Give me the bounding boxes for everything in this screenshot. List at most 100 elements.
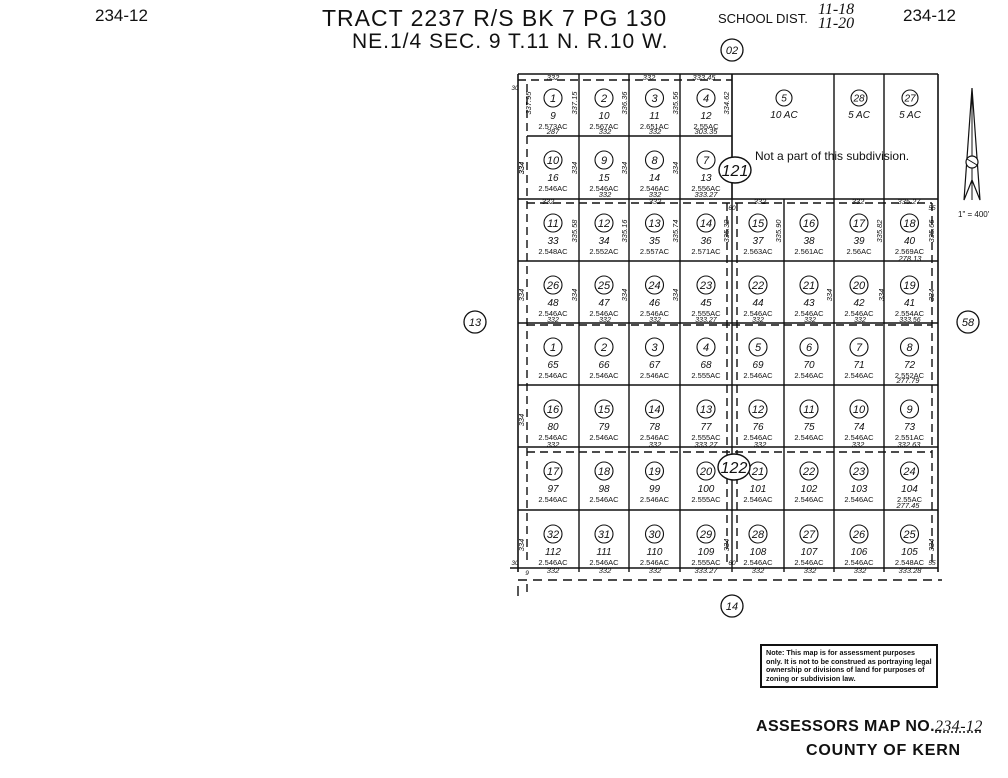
parcel-number-circle — [799, 213, 819, 233]
parcel-acreage: 2.546AC — [538, 184, 568, 193]
lot-number: 78 — [649, 422, 661, 433]
lot-number: 39 — [853, 236, 865, 247]
parcel-number-circle — [543, 337, 563, 357]
section-title: NE.1/4 SEC. 9 T.11 N. R.10 W. — [352, 30, 669, 53]
dimension-label: 332 — [649, 127, 662, 136]
parcel-number-circle — [696, 524, 716, 544]
dimension-label: 335.74 — [671, 220, 680, 243]
parcel-acreage: 2.546AC — [589, 558, 619, 567]
lot-number: 16 — [547, 173, 559, 184]
dimension-label: 332 — [852, 197, 865, 206]
lot-number: 13 — [700, 173, 712, 184]
parcel-number-circle — [594, 150, 614, 170]
assessors-value: 234-12 — [935, 718, 983, 735]
parcel-number-circle-number: 4 — [703, 342, 709, 354]
parcel-acreage: 2.546AC — [538, 558, 568, 567]
edge-marker: 55 — [928, 560, 936, 567]
parcel-number-circle-number: 20 — [852, 280, 866, 292]
parcel-number-circle — [594, 337, 614, 357]
edge-marker: 9 — [525, 570, 529, 577]
parcel-number-circle — [644, 150, 665, 170]
parcel-number-circle — [849, 524, 869, 544]
dimension-label: 303.35 — [695, 127, 719, 136]
parcel-number-circle — [899, 275, 920, 295]
parcel-acreage: 2.569AC — [895, 247, 925, 256]
dimension-label: 334 — [722, 539, 731, 552]
parcel-number-circle-number: 28 — [751, 529, 765, 541]
not-part-label: Not a part of this subdivision. — [755, 149, 910, 163]
dimension-label: 334 — [517, 289, 526, 302]
lot-number: 44 — [752, 298, 764, 309]
parcel-acreage: 2.557AC — [640, 247, 670, 256]
lot-number: 70 — [803, 360, 815, 371]
parcel-number-circle-number: 29 — [699, 529, 712, 541]
parcel-number-circle-number: 17 — [853, 218, 866, 230]
parcel-number-circle-number: 21 — [751, 466, 764, 478]
lot-number: 79 — [598, 422, 610, 433]
map-number-left: 234-12 — [95, 6, 148, 25]
lot-number: 98 — [598, 484, 610, 495]
dimension-label: 333.27 — [695, 317, 718, 324]
road-number-west-number: 13 — [469, 317, 482, 329]
parcel-number-circle — [799, 399, 819, 419]
dimension-label: 332 — [599, 566, 612, 575]
dimension-label: 332 — [547, 566, 560, 575]
lot-number: 107 — [801, 547, 818, 558]
parcel-acreage: 2.556AC — [691, 184, 721, 193]
dimension-label: 332 — [599, 317, 611, 324]
school-dist-1: 11-18 — [818, 1, 855, 18]
parcel-number-circle-number: 22 — [751, 280, 764, 292]
parcel-number-circle — [543, 88, 563, 108]
parcel-number-circle — [849, 337, 869, 357]
parcel-number-circle — [696, 399, 716, 419]
parcel-number-circle-number: 24 — [902, 466, 915, 478]
outside-parcel-circle-number: 5 — [781, 94, 787, 105]
dimension-label: 335.90 — [774, 219, 783, 243]
parcel-number-circle-number: 20 — [699, 466, 713, 478]
dimension-label: 333.27 — [695, 440, 719, 449]
dimension-label: 332 — [752, 317, 764, 324]
parcel-number-circle — [696, 88, 716, 108]
parcel-number-circle — [748, 213, 768, 233]
dimension-label: 334 — [517, 539, 526, 552]
lot-number: 67 — [649, 360, 661, 371]
dimension-label: 332 — [547, 440, 560, 449]
assessors-label: ASSESSORS MAP NO. — [756, 718, 935, 735]
dimension-label: 332.63 — [898, 440, 922, 449]
outside-parcel-acres: 5 AC — [848, 110, 871, 121]
dimension-label: 334 — [671, 289, 680, 302]
dimension-label: 335.27 — [898, 197, 922, 206]
parcel-number-circle — [696, 461, 716, 481]
parcel-number-circle-number: 3 — [651, 93, 658, 105]
parcel-acreage: 2.555AC — [691, 371, 721, 380]
parcel-acreage: 2.567AC — [589, 122, 619, 131]
parcel-acreage: 2.546AC — [794, 371, 824, 380]
dimension-label: 335.32 — [722, 219, 731, 243]
lot-number: 45 — [700, 298, 712, 309]
parcel-number-circle — [543, 213, 563, 233]
parcel-number-circle-number: 8 — [651, 155, 658, 167]
parcel-number-circle — [849, 275, 869, 295]
parcel-number-circle-number: 10 — [853, 404, 866, 416]
parcel-acreage: 2.551AC — [895, 433, 925, 442]
dimension-label: 333.28 — [899, 566, 923, 575]
parcel-number-circle-number: 21 — [802, 280, 815, 292]
parcel-acreage: 2.546AC — [589, 433, 619, 442]
lot-number: 47 — [598, 298, 610, 309]
dimension-label: 332 — [854, 566, 867, 575]
parcel-acreage: 2.546AC — [743, 495, 773, 504]
dimension-label: 332 — [547, 73, 560, 82]
parcel-number-circle-number: 7 — [856, 342, 863, 354]
lot-number: 68 — [700, 360, 712, 371]
road-number-west — [463, 310, 487, 334]
parcel-acreage: 2.546AC — [538, 309, 568, 318]
dimension-label: 334 — [620, 162, 629, 175]
parcel-number-circle — [696, 275, 716, 295]
parcel-number-circle-number: 26 — [852, 529, 866, 541]
dimension-label: 332 — [643, 73, 656, 82]
parcel-number-circle — [799, 524, 819, 544]
parcel-number-circle-number: 1 — [550, 342, 556, 354]
dimension-label: 334 — [671, 162, 680, 175]
dimension-label: 333.27 — [695, 566, 719, 575]
lot-number: 75 — [803, 422, 815, 433]
